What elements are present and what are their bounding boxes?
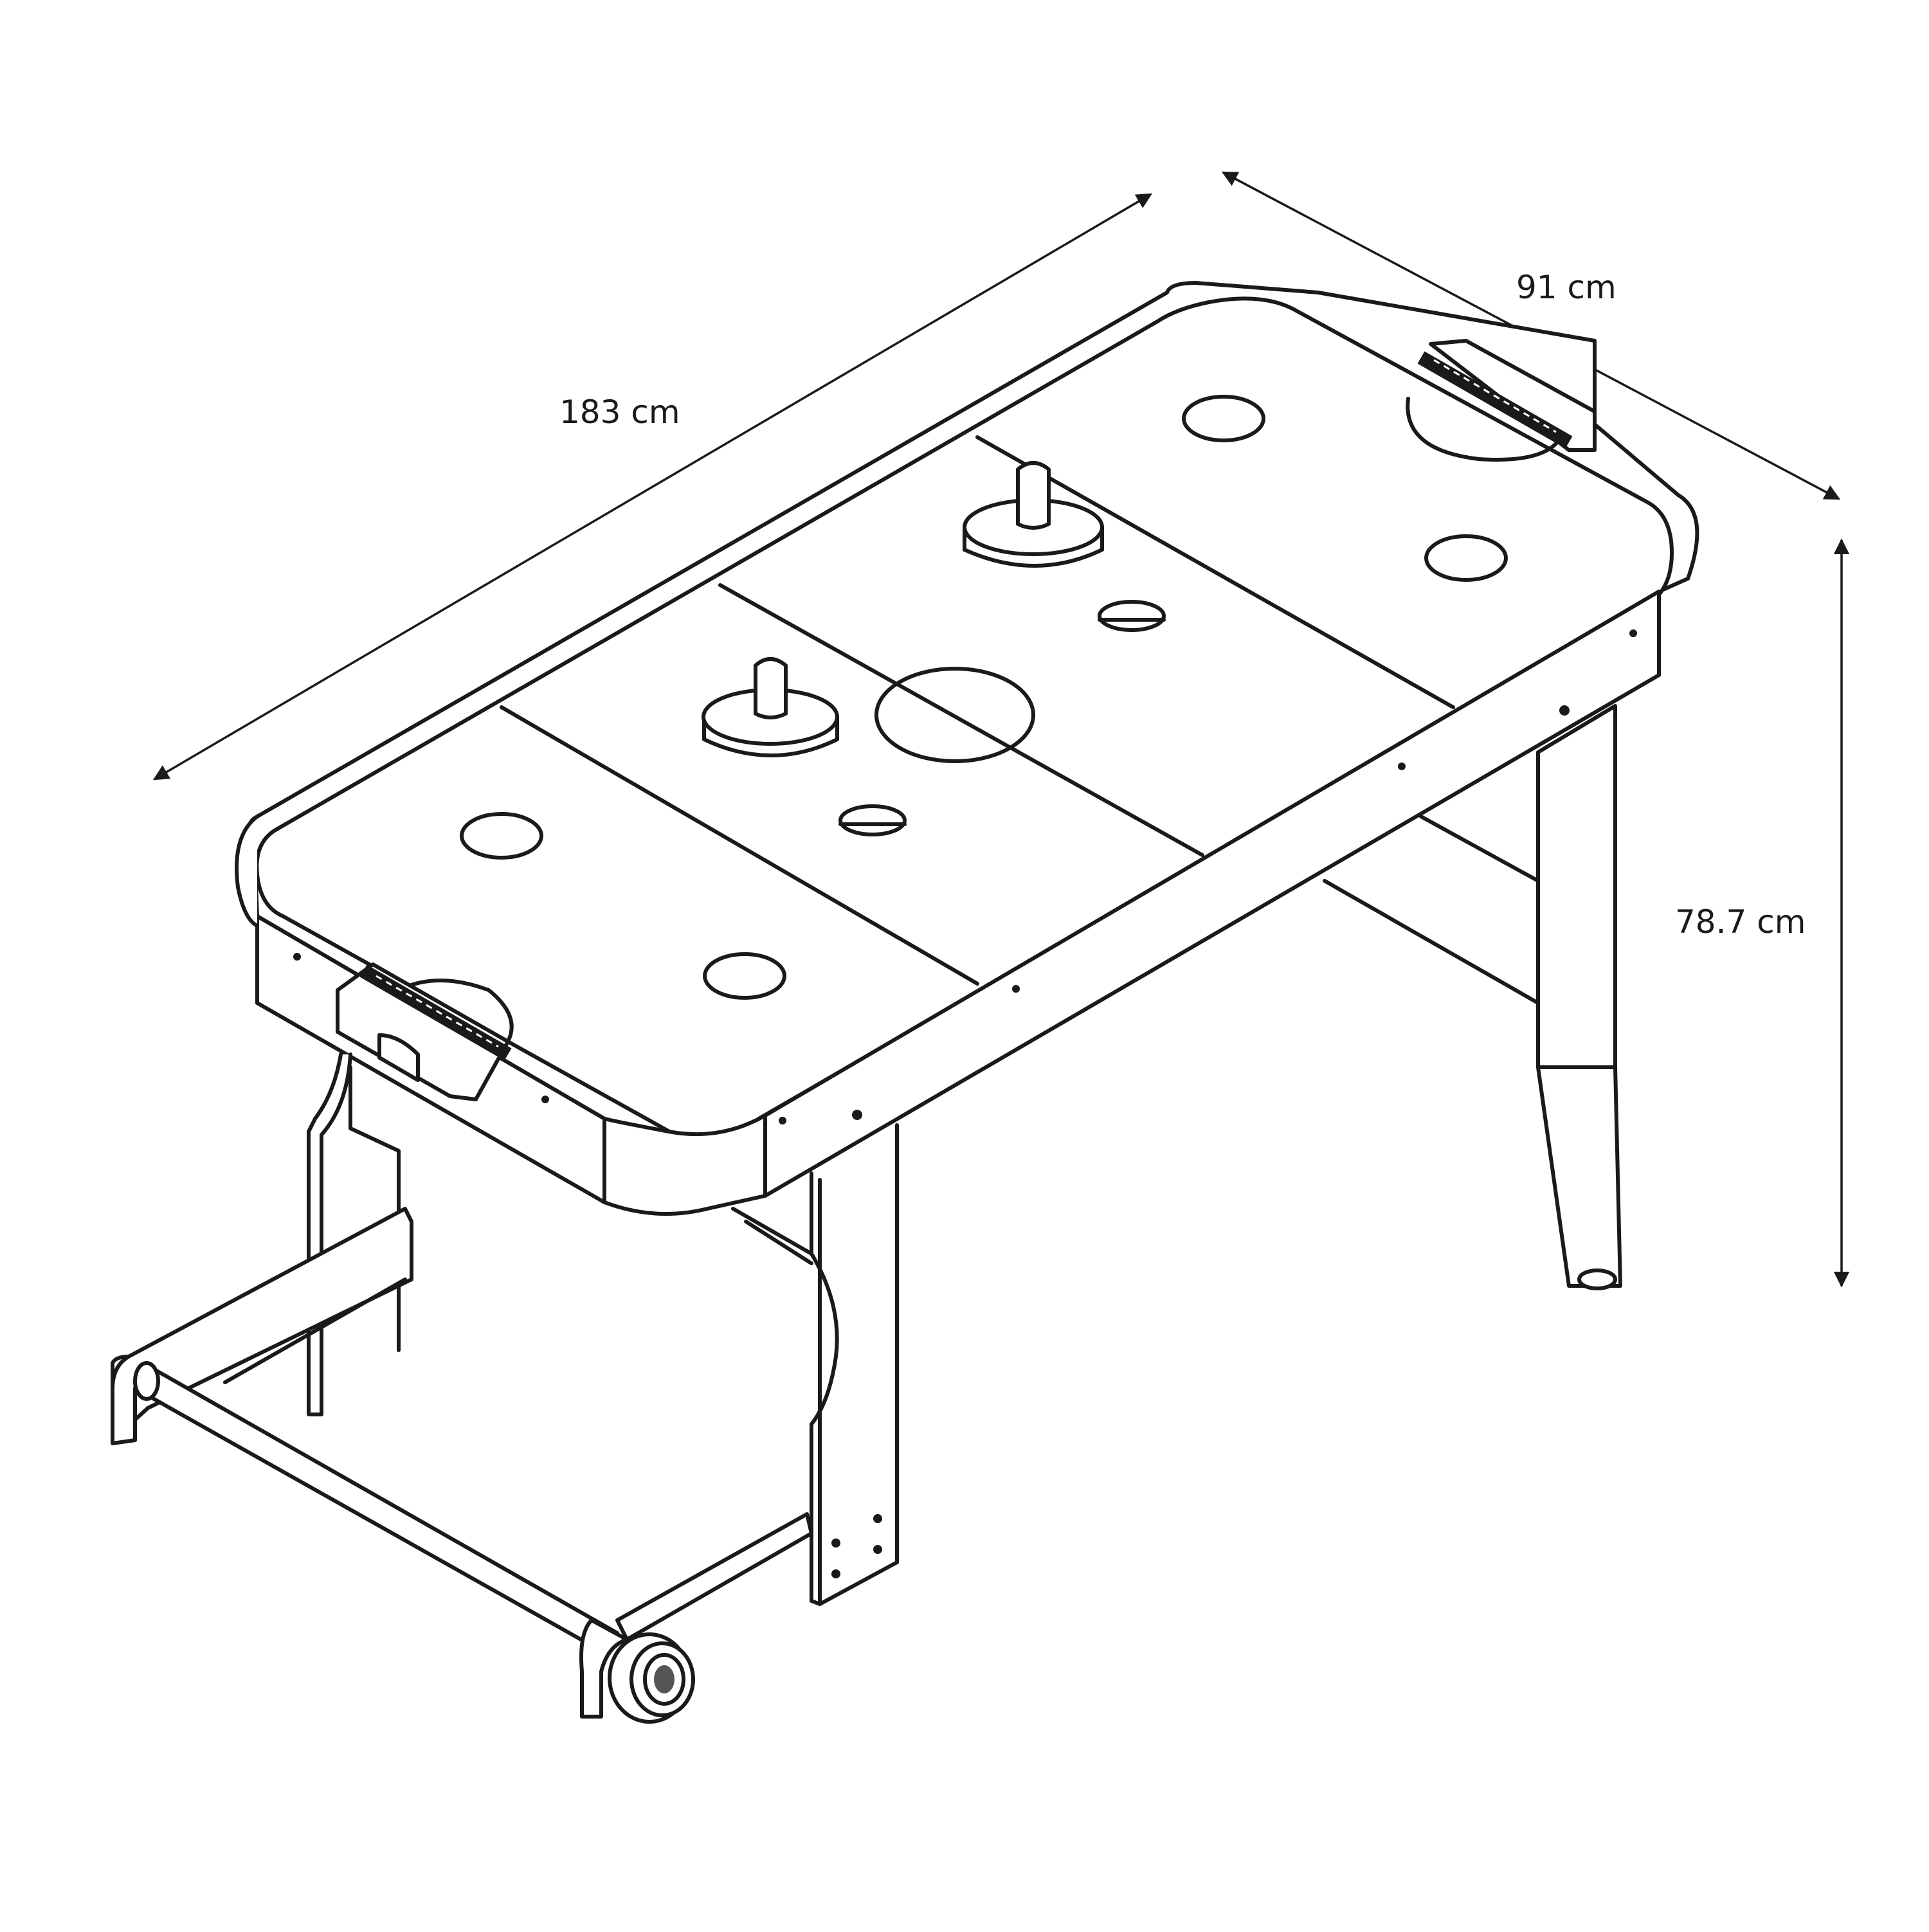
roller-bar xyxy=(140,1368,619,1651)
leg-brace xyxy=(397,1207,813,1352)
center-line xyxy=(718,583,1204,857)
center-circle xyxy=(874,667,1035,763)
goal-crease-near xyxy=(397,979,514,1043)
wheel-icon xyxy=(1577,1268,1617,1290)
front-right-leg xyxy=(810,1123,899,1606)
puck xyxy=(838,804,907,836)
folding-base-frame xyxy=(111,1207,813,1719)
score-counter-near xyxy=(336,962,512,1101)
puck xyxy=(1098,600,1166,632)
length-dimension-arrow xyxy=(152,193,1153,781)
score-counter-far xyxy=(1417,339,1597,452)
width-dimension-label: 91 cm xyxy=(1516,269,1617,306)
right-blue-line xyxy=(975,435,1455,709)
surface-markings xyxy=(397,395,1558,1043)
face-off-circle xyxy=(1182,395,1265,442)
mallet xyxy=(963,461,1104,568)
left-blue-line xyxy=(500,705,979,986)
goal-crease-far xyxy=(1406,397,1558,462)
height-dimension-label: 78.7 cm xyxy=(1675,903,1806,941)
table-top xyxy=(235,281,1699,1216)
face-off-circle xyxy=(1424,534,1508,582)
mallet xyxy=(702,657,839,757)
face-off-circle xyxy=(460,812,543,860)
back-right-leg xyxy=(1536,704,1622,1290)
goal-slot xyxy=(377,1033,420,1082)
back-crossbar xyxy=(1323,815,1540,1005)
length-dimension-label: 183 cm xyxy=(559,393,680,431)
face-off-circle xyxy=(703,952,786,1000)
rail-screws xyxy=(293,629,1637,1124)
transport-wheel xyxy=(608,1632,695,1724)
